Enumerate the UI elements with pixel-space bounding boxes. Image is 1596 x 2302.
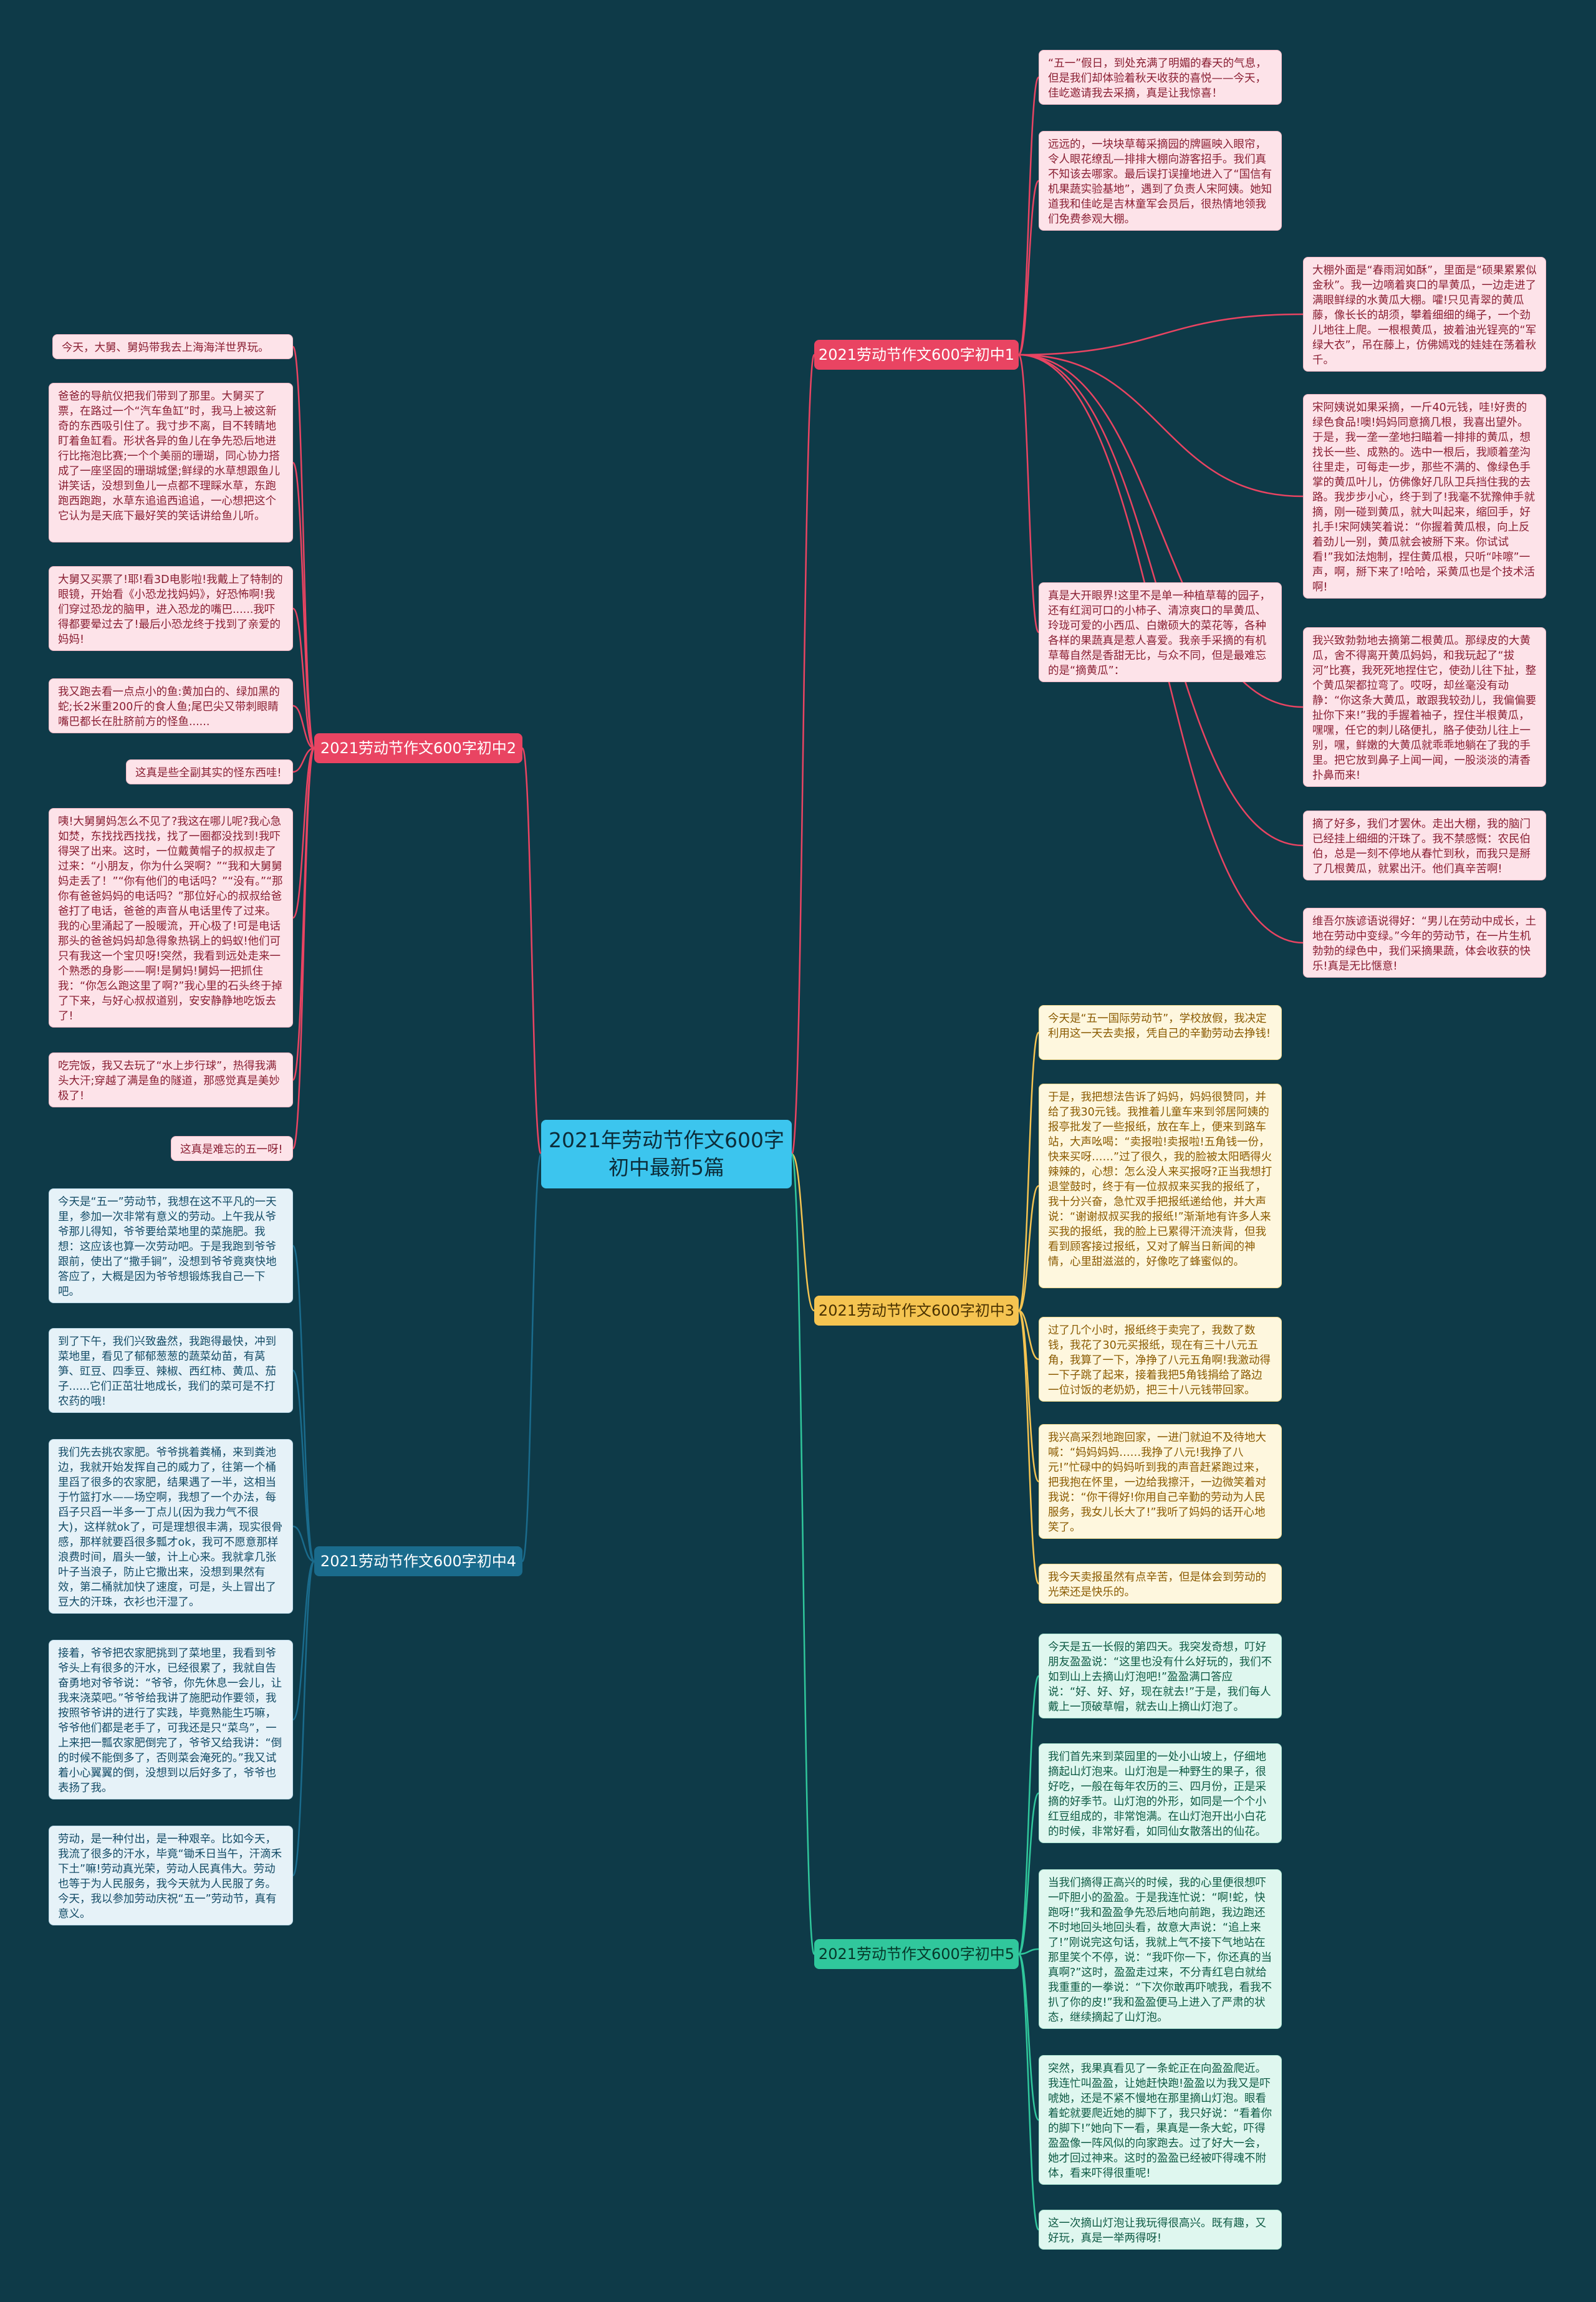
branch-2-title[interactable]: 2021劳动节作文600字初中2 — [314, 733, 522, 763]
leaf-connector — [1017, 1031, 1040, 1312]
leaf-connector — [292, 607, 315, 749]
branch-3-leaf[interactable]: 我兴高采烈地跑回家，一进门就迫不及待地大喊：“妈妈妈妈……我挣了八元!我挣了八元… — [1039, 1424, 1282, 1539]
leaf-connector — [1017, 1185, 1040, 1312]
branch-5-leaf[interactable]: 今天是五一长假的第四天。我突发奇想，叮好朋友盈盈说：“这里也没有什么好玩的，我们… — [1039, 1634, 1282, 1718]
branch-2-leaf[interactable]: 这真是些全副其实的怪东西哇! — [126, 759, 293, 784]
branch-1-leaf[interactable]: 宋阿姨说如果采摘，一斤40元钱，哇!好贵的绿色食品!噢!妈妈同意摘几根，我喜出望… — [1303, 394, 1546, 599]
leaf-connector — [1018, 1948, 1039, 1955]
leaf-connector — [1017, 354, 1040, 633]
branch-1-title[interactable]: 2021劳动节作文600字初中1 — [814, 340, 1019, 370]
branch-4-leaf[interactable]: 我们先去挑农家肥。爷爷挑着粪桶，来到粪池边，我就开始发挥自己的威力了，往第一个桶… — [49, 1439, 293, 1614]
branch-3-leaf[interactable]: 我今天卖报虽然有点辛苦，但是体会到劳动的光荣还是快乐的。 — [1039, 1564, 1282, 1604]
branch-1-leaf[interactable]: 我兴致勃勃地去摘第二根黄瓜。那绿皮的大黄瓜，舍不得离开黄瓜妈妈，和我玩起了“拔河… — [1303, 627, 1546, 787]
leaf-connector — [1018, 354, 1304, 498]
branch-2-leaf[interactable]: 今天，大舅、舅妈带我去上海海洋世界玩。 — [52, 334, 293, 359]
leaf-connector — [1017, 1792, 1040, 1955]
branch-1-leaf[interactable]: “五一”假日，到处充满了明媚的春天的气息，但是我们却体验着秋天收获的喜悦——今天… — [1039, 50, 1282, 105]
leaf-connector — [292, 1560, 315, 1721]
branch-2-leaf[interactable]: 这真是难忘的五一呀! — [171, 1136, 293, 1161]
leaf-connector — [292, 747, 315, 919]
leaf-connector — [1017, 1953, 1040, 2231]
branch-3-leaf[interactable]: 今天是“五一国际劳动节”，学校放假，我决定利用这一天去卖报，凭自己的辛勤劳动去挣… — [1039, 1005, 1282, 1060]
leaf-connector — [1018, 313, 1304, 356]
branch-5-leaf[interactable]: 我们首先来到菜园里的一处小山坡上，仔细地摘起山灯泡来。山灯泡是一种野生的果子，很… — [1039, 1743, 1282, 1843]
branch-1-leaf[interactable]: 远远的，一块块草莓采摘园的牌匾映入眼帘，令人眼花缭乱—排排大棚向游客招手。我们真… — [1039, 131, 1282, 231]
branch-2-leaf[interactable]: 吃完饭，我又去玩了“水上步行球”，热得我满头大汗;穿越了满是鱼的隧道，那感觉真是… — [49, 1052, 293, 1107]
branch-4-leaf[interactable]: 接着，爷爷把农家肥挑到了菜地里，我看到爷爷头上有很多的汗水，已经很累了，我就自告… — [49, 1640, 293, 1799]
branch-3-leaf[interactable]: 过了几个小时，报纸终于卖完了，我数了数钱，我花了30元买报纸，现在有三十八元五角… — [1039, 1317, 1282, 1402]
branch-1-leaf[interactable]: 大棚外面是“春雨润如酥”，里面是“硕果累累似金秋”。我一边嘀着爽口的旱黄瓜，一边… — [1303, 257, 1546, 372]
branch-4-leaf[interactable]: 到了下午，我们兴致盎然，我跑得最快，冲到菜地里，看见了郁郁葱葱的蔬菜幼苗，有莴笋… — [49, 1328, 293, 1413]
branch-1-leaf[interactable]: 真是大开眼界!这里不是单一种植草莓的园子，还有红润可口的小柿子、清凉爽口的旱黄瓜… — [1039, 582, 1282, 682]
leaf-connector — [292, 1560, 315, 1877]
branch-connector — [791, 1153, 815, 1312]
central-topic[interactable]: 2021年劳动节作文600字初中最新5篇 — [541, 1120, 792, 1188]
leaf-connector — [292, 1245, 315, 1563]
branch-1-leaf[interactable]: 维吾尔族谚语说得好：“男儿在劳动中成长，土地在劳动中变绿。”今年的劳动节，在一片… — [1303, 908, 1546, 978]
branch-4-leaf[interactable]: 今天是“五一”劳动节，我想在这不平凡的一天里，参加一次非常有意义的劳动。上午我从… — [49, 1188, 293, 1303]
leaf-connector — [1017, 1309, 1040, 1585]
branch-connector — [791, 1153, 815, 1955]
leaf-connector — [292, 747, 315, 1150]
leaf-connector — [1018, 354, 1304, 708]
leaf-connector — [292, 705, 315, 749]
leaf-connector — [292, 1369, 315, 1563]
branch-5-leaf[interactable]: 突然，我果真看见了一条蛇正在向盈盈爬近。我连忙叫盈盈，让她赶快跑!盈盈以为我又是… — [1039, 2055, 1282, 2185]
branch-2-leaf[interactable]: 爸爸的导航仪把我们带到了那里。大舅买了票，在路过一个“汽车鱼缸”时，我马上被这新… — [49, 383, 293, 542]
branch-5-title[interactable]: 2021劳动节作文600字初中5 — [814, 1939, 1019, 1969]
branch-5-leaf[interactable]: 这一次摘山灯泡让我玩得很高兴。既有趣，又好玩，真是一举两得呀! — [1039, 2210, 1282, 2250]
leaf-connector — [292, 1525, 315, 1563]
branch-connector — [521, 1153, 542, 1563]
branch-2-leaf[interactable]: 大舅又买票了!耶!看3D电影啦!我戴上了特制的眼镜，开始看《小恐龙找妈妈》，好恐… — [49, 566, 293, 651]
branch-1-leaf[interactable]: 摘了好多，我们才罢休。走出大棚，我的脑门已经挂上细细的汗珠了。我不禁感慨：农民伯… — [1303, 811, 1546, 880]
branch-connector — [791, 354, 815, 1155]
leaf-connector — [292, 747, 315, 773]
branch-5-leaf[interactable]: 当我们摘得正高兴的时候，我的心里便很想吓一吓胆小的盈盈。于是我连忙说：“啊!蛇，… — [1039, 1869, 1282, 2029]
branch-connector — [521, 747, 542, 1155]
branch-4-title[interactable]: 2021劳动节作文600字初中4 — [314, 1546, 522, 1576]
leaf-connector — [292, 461, 315, 749]
branch-4-leaf[interactable]: 劳动，是一种付出，是一种艰辛。比如今天，我流了很多的汗水，毕竟“锄禾日当午，汗滴… — [49, 1826, 293, 1925]
leaf-connector — [1017, 1675, 1040, 1955]
leaf-connector — [1017, 180, 1040, 356]
leaf-connector — [1017, 76, 1040, 356]
leaf-connector — [1018, 1309, 1039, 1360]
branch-3-leaf[interactable]: 于是，我把想法告诉了妈妈，妈妈很赞同，并给了我30元钱。我推着儿童车来到邻居阿姨… — [1039, 1084, 1282, 1288]
branch-2-leaf[interactable]: 我又跑去看一点点小的鱼:黄加白的、绿加黑的蛇;长2米重200斤的食人鱼;尾巴尖又… — [49, 678, 293, 733]
branch-3-title[interactable]: 2021劳动节作文600字初中3 — [814, 1296, 1019, 1326]
branch-2-leaf[interactable]: 咦!大舅舅妈怎么不见了?我这在哪儿呢?我心急如焚，东找找西找找，找了一圈都没找到… — [49, 808, 293, 1028]
